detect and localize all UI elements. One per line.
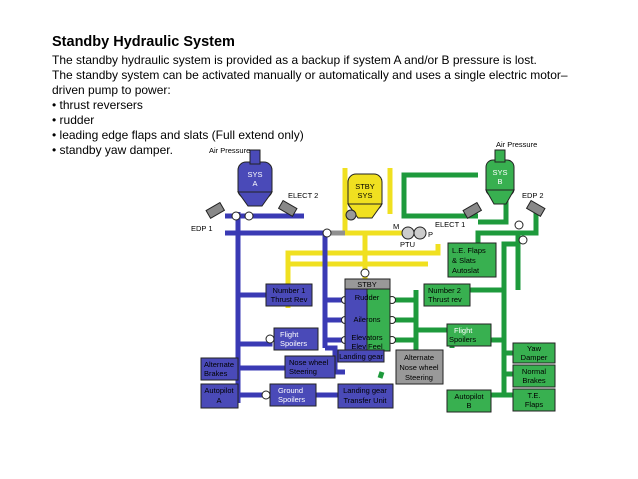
elevators-line-2: Elev Feel	[351, 342, 383, 351]
ground-spoilers-line-2: Spoilers	[278, 395, 305, 404]
ground-spoilers-line-1: Ground	[278, 386, 303, 395]
le-flaps-line-1: L.E. Flaps	[452, 246, 486, 255]
nose-wheel-steering-box: Nose wheel Steering	[284, 355, 336, 379]
sys-b-label-2: B	[497, 177, 502, 186]
page-title: Standby Hydraulic System	[52, 34, 235, 50]
pump-edp1	[205, 201, 226, 220]
number2-line-1: Number 2	[428, 286, 461, 295]
flight-spoilers-right-box: Flight Spoilers	[446, 323, 492, 347]
ground-spoilers-box: Ground Spoilers	[269, 383, 317, 407]
center-actuator-column: STBY Rudder Ailerons Elevators Elev Feel	[344, 278, 391, 352]
motor-m-label: M	[393, 222, 399, 231]
edp1-label: EDP 1	[191, 224, 213, 233]
sys-a-label-1: SYS	[247, 170, 262, 179]
stby-sys-label-1: STBY	[355, 182, 375, 191]
bullet-item: thrust reversers	[52, 98, 572, 113]
intro-line-2: The standby system can be activated manu…	[52, 68, 568, 97]
autopilot-a-box: Autopilot A	[200, 383, 239, 409]
alternate-nose-wheel-line-2: Nose wheel	[399, 363, 439, 372]
elect1-label: ELECT 1	[435, 220, 465, 229]
flight-spoilers-left-line-2: Spoilers	[280, 339, 307, 348]
normal-brakes-line-1: Normal	[522, 367, 547, 376]
landing-gear-label: Landing gear	[339, 352, 383, 361]
elevators-line-1: Elevators	[351, 333, 383, 342]
intro-text: The standby hydraulic system is provided…	[52, 53, 572, 158]
autopilot-b-line-1: Autopilot	[454, 392, 484, 401]
te-flaps-line-1: T.E.	[528, 391, 541, 400]
le-flaps-slats-box: L.E. Flaps & Slats Autoslat	[447, 242, 497, 278]
number1-line-2: Thrust Rev	[271, 295, 308, 304]
number1-thrust-rev-box: Number 1 Thrust Rev	[265, 283, 313, 307]
standby-lines	[285, 168, 441, 308]
reservoir-sys-a: SYS A	[237, 149, 273, 207]
edp2-label: EDP 2	[522, 191, 544, 200]
ptu-unit	[401, 226, 427, 240]
rudder-label: Rudder	[355, 293, 380, 302]
alternate-brakes-line-1: Alternate	[204, 360, 234, 369]
stby-sys-label-2: SYS	[357, 191, 372, 200]
flight-spoilers-left-box: Flight Spoilers	[273, 327, 319, 351]
sys-a-label-2: A	[252, 179, 257, 188]
normal-brakes-box: Normal Brakes	[512, 364, 556, 388]
air-pressure-left-label: Air Pressure	[209, 146, 250, 155]
reservoir-stby: STBY SYS	[347, 173, 383, 219]
intro-line-1: The standby hydraulic system is provided…	[52, 53, 537, 67]
stby-label: STBY	[357, 280, 377, 289]
normal-brakes-line-2: Brakes	[522, 376, 546, 385]
pump-elect1	[462, 201, 483, 220]
yaw-damper-line-2: Damper	[521, 353, 548, 362]
bullet-item: leading edge flaps and slats (Full exten…	[52, 128, 572, 143]
pump-edp2	[525, 199, 546, 218]
te-flaps-box: T.E. Flaps	[512, 388, 556, 412]
alternate-brakes-line-2: Brakes	[204, 369, 228, 378]
bullet-item: rudder	[52, 113, 572, 128]
elect2-label: ELECT 2	[288, 191, 318, 200]
ptu-label: PTU	[400, 240, 415, 249]
yaw-damper-line-1: Yaw	[527, 344, 542, 353]
pump-p-label: P	[428, 230, 433, 239]
transfer-unit-line-1: Landing gear	[343, 386, 387, 395]
flight-spoilers-right-line-2: Spoilers	[449, 335, 476, 344]
autopilot-b-box: Autopilot B	[446, 389, 492, 413]
landing-gear-transfer-unit-box: Landing gear Transfer Unit	[337, 383, 394, 409]
autopilot-a-line-2: A	[216, 396, 221, 405]
alternate-nose-wheel-steering-box: Alternate Nose wheel Steering	[395, 349, 444, 385]
le-flaps-line-2: & Slats	[452, 256, 476, 265]
alternate-brakes-box: Alternate Brakes	[200, 357, 239, 381]
pump-stby-motor	[345, 209, 357, 221]
yaw-damper-box: Yaw Damper	[512, 342, 556, 364]
alternate-nose-wheel-line-1: Alternate	[404, 353, 434, 362]
ailerons-label: Ailerons	[353, 315, 380, 324]
number2-line-2: Thrust rev	[428, 295, 462, 304]
autopilot-b-line-2: B	[466, 401, 471, 410]
pump-elect2	[277, 199, 298, 218]
le-flaps-line-3: Autoslat	[452, 266, 480, 275]
bullet-item: standby yaw damper.	[52, 143, 572, 158]
nose-wheel-line-1: Nose wheel	[289, 358, 329, 367]
alternate-nose-wheel-line-3: Steering	[405, 373, 433, 382]
number1-line-1: Number 1	[273, 286, 306, 295]
sys-b-label-1: SYS	[492, 168, 507, 177]
flight-spoilers-left-line-1: Flight	[280, 330, 299, 339]
air-pressure-right-label: Air Pressure	[496, 140, 537, 149]
reservoir-sys-b: SYS B	[485, 149, 515, 205]
flight-spoilers-right-line-1: Flight	[454, 326, 473, 335]
bullet-list: thrust reversers rudder leading edge fla…	[52, 98, 572, 158]
transfer-unit-line-2: Transfer Unit	[343, 396, 387, 405]
landing-gear-box: Landing gear	[337, 349, 385, 363]
te-flaps-line-2: Flaps	[525, 400, 544, 409]
nose-wheel-line-2: Steering	[289, 367, 317, 376]
number2-thrust-rev-box: Number 2 Thrust rev	[423, 283, 471, 307]
autopilot-a-line-1: Autopilot	[204, 386, 234, 395]
